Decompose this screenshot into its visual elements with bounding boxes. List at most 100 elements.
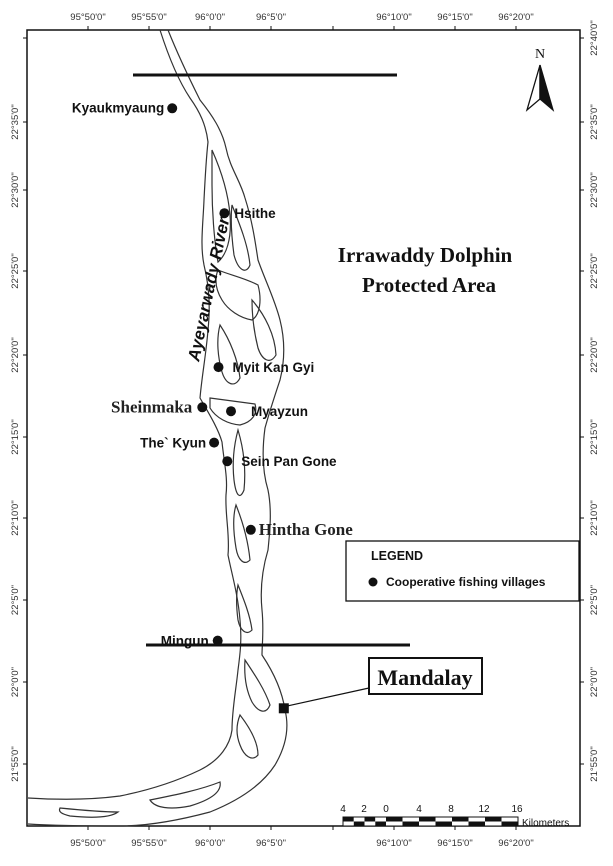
lon-tick-top-5: 96°10'0" xyxy=(376,12,411,23)
scale-segment-bottom xyxy=(364,821,376,826)
scale-num-3: 0 xyxy=(383,804,389,815)
scale-segment-top xyxy=(343,817,354,822)
lat-tick-right-3: 22°25'0" xyxy=(589,253,600,288)
village-marker-hintha-gone xyxy=(245,524,256,535)
scale-segment-bottom xyxy=(452,821,469,826)
legend: LEGEND Cooperative fishing villages xyxy=(345,540,580,602)
lat-tick-right-6: 22°10'0" xyxy=(589,500,600,535)
lon-tick-top-7: 96°20'0" xyxy=(498,12,533,23)
lon-tick-top-2: 95°55'0" xyxy=(131,12,166,23)
city-label-box xyxy=(368,657,483,695)
legend-village-symbol xyxy=(368,577,378,587)
lon-tick-top-1: 95°50'0" xyxy=(70,12,105,23)
lat-tick-left-2: 22°30'0" xyxy=(10,172,21,207)
village-marker-mingun xyxy=(212,635,223,646)
scale-segment-bottom xyxy=(419,821,436,826)
scale-segment-bottom xyxy=(501,821,518,826)
scale-segment-top xyxy=(468,817,485,822)
lat-tick-left-1: 22°35'0" xyxy=(10,104,21,139)
lat-tick-left-5: 22°15'0" xyxy=(10,419,21,454)
scale-segment-top xyxy=(419,817,436,822)
lon-tick-top-6: 96°15'0" xyxy=(437,12,472,23)
lon-tick-bottom-1: 95°50'0" xyxy=(70,838,105,849)
village-marker-kyaukmyaung xyxy=(167,103,178,114)
lat-tick-right-0: 22°40'0" xyxy=(589,20,600,55)
city-leader-line xyxy=(285,687,370,707)
city-label: Mandalay xyxy=(377,665,472,690)
scale-segment-top xyxy=(386,817,403,822)
map-frame xyxy=(26,29,581,827)
village-label-hsithe: Hsithe xyxy=(234,206,276,221)
lat-tick-right-2: 22°30'0" xyxy=(589,172,600,207)
village-marker-myit-kan-gyi xyxy=(213,362,224,373)
scale-segment-top xyxy=(435,817,452,822)
lon-tick-bottom-7: 96°20'0" xyxy=(498,838,533,849)
village-label-myit-kan-gyi: Myit Kan Gyi xyxy=(233,360,315,375)
north-arrow-right-half xyxy=(539,64,555,112)
scale-segment-bottom xyxy=(375,821,387,826)
scale-bar: 4 2 0 4 8 12 16 Kilometers xyxy=(340,804,569,829)
scale-segment-bottom xyxy=(353,821,365,826)
lat-tick-left-4: 22°20'0" xyxy=(10,337,21,372)
lat-tick-right-1: 22°35'0" xyxy=(589,104,600,139)
lat-tick-right-4: 22°20'0" xyxy=(589,337,600,372)
river-label: Ayeyarwady River xyxy=(184,214,234,364)
city-mandalay: Mandalay xyxy=(278,657,483,714)
scale-segment-top xyxy=(485,817,502,822)
scale-segment-bottom xyxy=(343,821,354,826)
map-title-line-1: Irrawaddy Dolphin xyxy=(338,243,513,267)
city-marker xyxy=(278,703,289,714)
lon-tick-bottom-6: 96°15'0" xyxy=(437,838,472,849)
scale-segment-top xyxy=(402,817,419,822)
scale-unit: Kilometers xyxy=(522,818,569,829)
scale-segment-bottom xyxy=(435,821,452,826)
village-label-mingun: Mingun xyxy=(161,634,209,649)
scale-num-2: 2 xyxy=(361,804,367,815)
lat-tick-right-8: 22°0'0" xyxy=(589,667,600,697)
lat-tick-left-3: 22°25'0" xyxy=(10,253,21,288)
lon-tick-bottom-3: 96°0'0" xyxy=(195,838,225,849)
lon-tick-bottom-2: 95°55'0" xyxy=(131,838,166,849)
map-title-line-2: Protected Area xyxy=(362,273,496,297)
legend-title: LEGEND xyxy=(371,549,423,563)
village-label-sheinmaka: Sheinmaka xyxy=(111,397,193,416)
lon-tick-top-3: 96°0'0" xyxy=(195,12,225,23)
village-label-myayzun: Myayzun xyxy=(251,404,308,419)
lat-tick-left-8: 22°0'0" xyxy=(10,667,21,697)
scale-bar-segments xyxy=(343,817,518,826)
north-arrow-left-half xyxy=(525,64,541,112)
lat-tick-left-7: 22°5'0" xyxy=(10,585,21,615)
scale-segment-top xyxy=(353,817,365,822)
scale-segment-bottom xyxy=(485,821,502,826)
scale-num-1: 4 xyxy=(340,804,346,815)
scale-segment-top xyxy=(452,817,469,822)
village-marker-the-kyun xyxy=(209,437,220,448)
lat-tick-right-7: 22°5'0" xyxy=(589,585,600,615)
scale-segment-bottom xyxy=(402,821,419,826)
village-label-kyaukmyaung: Kyaukmyaung xyxy=(72,100,164,115)
lat-tick-left-9: 21°55'0" xyxy=(10,746,21,781)
lat-tick-right-5: 22°15'0" xyxy=(589,419,600,454)
scale-segment-bottom xyxy=(468,821,485,826)
scale-num-4: 4 xyxy=(416,804,422,815)
lon-tick-top-4: 96°5'0" xyxy=(256,12,286,23)
lat-tick-left-6: 22°10'0" xyxy=(10,500,21,535)
village-marker-sein-pan-gone xyxy=(222,456,233,467)
lat-tick-marks xyxy=(23,37,584,765)
lon-tick-bottom-5: 96°10'0" xyxy=(376,838,411,849)
village-label-hintha-gone: Hintha Gone xyxy=(259,520,353,539)
lat-tick-right-9: 21°55'0" xyxy=(589,746,600,781)
legend-box xyxy=(345,540,580,602)
scale-num-5: 8 xyxy=(448,804,454,815)
village-label-sein-pan-gone: Sein Pan Gone xyxy=(241,454,337,469)
scale-segment-top xyxy=(501,817,518,822)
village-marker-sheinmaka xyxy=(197,402,208,413)
north-label: N xyxy=(535,47,545,62)
scale-bar-outline xyxy=(342,816,519,827)
village-marker-myayzun xyxy=(226,406,236,417)
north-arrow: N xyxy=(525,47,555,112)
scale-segment-top xyxy=(364,817,376,822)
ayeyarwady-river xyxy=(27,29,288,827)
legend-item-cooperative-fishing-villages: Cooperative fishing villages xyxy=(386,575,546,589)
